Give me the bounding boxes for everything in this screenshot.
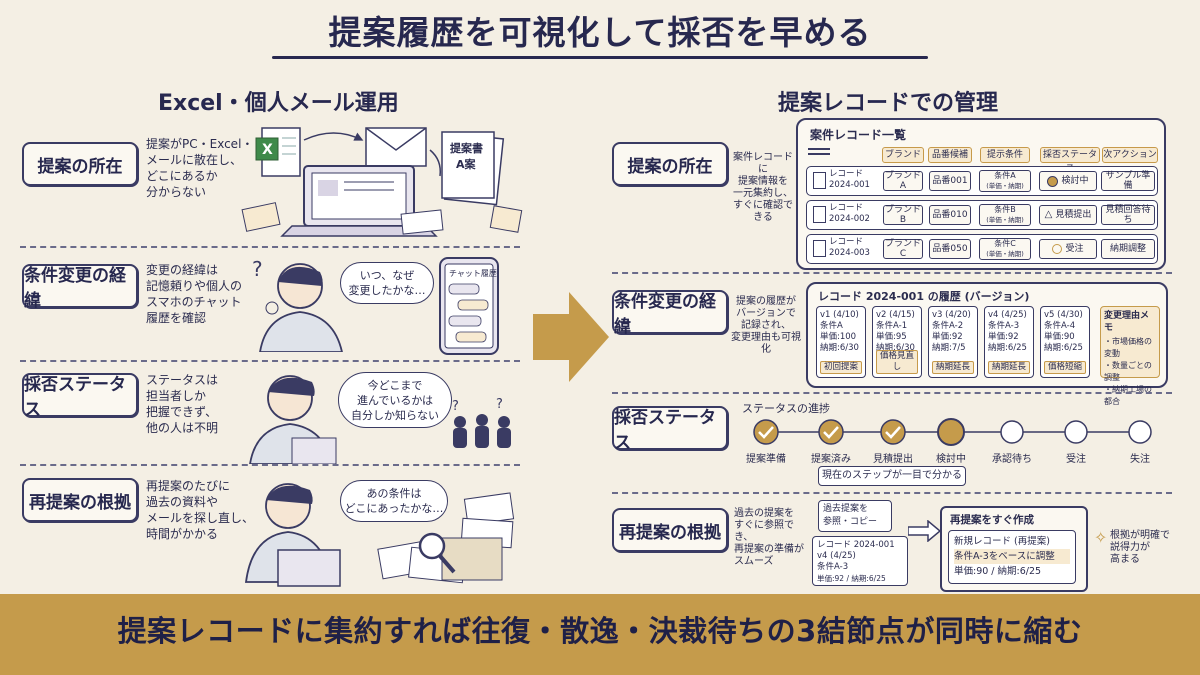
transition-arrow-icon [533,292,609,382]
step-label: 失注 [1130,454,1150,465]
right-divider-1 [612,272,1172,274]
col-item: 品番候補 [928,147,972,163]
right-label-location: 提案の所在 [612,142,728,186]
col-brand: ブランド [882,147,924,163]
copy-arrow-icon [908,520,942,542]
left-desc-location: 提案がPC・Excel・メールに散在し、どこにあるか分からない [146,137,254,199]
status-progress-title: ステータスの進捗 [742,402,830,415]
new-proposal-panel: 再提案をすぐ作成 新規レコード (再提案) 条件A-3をベースに調整 単価:90… [940,506,1088,592]
svg-text:?: ? [496,397,503,412]
right-label-reproposal: 再提案の根拠 [612,508,728,552]
page-title: 提案履歴を可視化して採否を早める [328,13,872,52]
status-badge: 受注 [1039,239,1097,259]
change-reason-memo: 変更理由メモ ・市場価格の変動・数量ごとの調整・納期工場の都合 [1100,306,1160,406]
triangle-icon: △ [1044,209,1053,220]
step-label: 承認待ち [992,454,1032,465]
proposal-doc-icon: 提案書 A案 [441,131,505,206]
step-label: 見積提出 [873,454,913,465]
right-heading: 提案レコードでの管理 [778,91,999,116]
smartphone-illustration: チャット履歴 [439,257,499,355]
left-label-reproposal: 再提案の根拠 [22,478,138,522]
left-label-status: 採否ステータス [22,373,138,420]
sparkle-icon: ✧ [1094,528,1108,547]
status-badge: 検討中 [1039,171,1097,191]
record-list-title: 案件レコード一覧 [810,128,907,142]
status-badge: △見積提出 [1039,205,1097,225]
right-divider-3 [612,492,1172,494]
step-done-icon [753,419,779,445]
step-done-icon [818,419,844,445]
step-pending-icon [1128,420,1152,444]
left-divider-2 [20,360,520,362]
step-pending-icon [1064,420,1088,444]
version-history-title: レコード 2024-001 の履歴 (バージョン) [818,290,1030,303]
left-desc-reproposal: 再提案のたびに過去の資料やメールを探し直し、時間がかかる [146,479,255,541]
new-record-card[interactable]: 新規レコード (再提案) 条件A-3をベースに調整 単価:90 / 納期:6/2… [948,530,1076,584]
laptop-icon [280,165,438,237]
footer-text: 提案レコードに集約すれば往復・散逸・決裁待ちの3結節点が同時に縮む [117,614,1083,648]
left-divider-3 [20,464,520,466]
current-step-note: 現在のステップが一目で分かる [818,466,966,486]
svg-text:?: ? [252,257,263,281]
record-list-panel: 案件レコード一覧 ブランド 品番候補 提示条件 採否ステータス 次アクション レ… [796,118,1166,270]
left-label-history: 条件変更の経緯 [22,264,138,311]
reference-copy-box[interactable]: 過去提案を参照・コピー [818,500,892,532]
right-label-history: 条件変更の経緯 [612,290,728,337]
step-label: 受注 [1066,454,1086,465]
right-label-status: 採否ステータス [612,406,728,453]
svg-text:チャット履歴: チャット履歴 [449,269,497,278]
svg-text:A案: A案 [456,157,477,171]
left-desc-status: ステータスは担当者しか把握できず、他の人は不明 [146,373,219,435]
scattered-files-illustration: X 提案書 A案 [241,127,523,237]
person-searching-illustration [244,483,341,587]
step-current-icon [937,418,965,446]
step-pending-icon [1000,420,1024,444]
left-bubble-history: いつ、なぜ変更したかな… [340,262,434,304]
step-done-icon [880,419,906,445]
paper-pile-illustration [377,492,515,584]
right-desc-location: 案件レコードに提案情報を一元集約し、すぐに確認できる [733,152,793,223]
person-worried-illustration [249,375,337,464]
step-label: 提案済み [811,454,851,465]
left-bubble-status: 今どこまで進んでいるかは自分しか知らない [338,372,452,428]
left-divider-1 [20,246,520,248]
title-underline [272,56,928,59]
colleagues-unaware-illustration: ? ? [452,397,511,448]
circle-outline-icon [1052,244,1063,254]
right-divider-2 [612,392,1172,394]
right-desc-history: 提案の履歴がバージョンで記録され、変更理由も可視化 [731,296,801,355]
footer-banner [0,594,1200,675]
svg-text:提案書: 提案書 [450,141,483,155]
mail-icon [365,127,427,167]
excel-icon: X [255,127,301,177]
left-heading: Excel・個人メール運用 [158,91,399,116]
left-bubble-reproposal: あの条件はどこにあったかな… [340,480,448,522]
step-label: 検討中 [936,454,966,465]
col-next-action: 次アクション [1102,147,1158,163]
magnifier-icon [418,532,446,560]
status-stepper [753,418,1152,446]
svg-text:?: ? [452,399,459,414]
left-label-location: 提案の所在 [22,142,138,186]
status-dot-icon [1047,175,1059,187]
person-confused-illustration: ? [252,257,343,352]
reproposal-side-note: 根拠が明確で説得力が高まる [1110,530,1170,565]
left-desc-history: 変更の経緯は記憶頼りや個人のスマホのチャット履歴を確認 [146,263,243,325]
col-status: 採否ステータス [1040,147,1100,174]
col-condition: 提示条件 [980,147,1030,163]
step-label: 提案準備 [746,454,786,465]
right-desc-reproposal: 過去の提案をすぐに参照でき、再提案の準備がスムーズ [734,508,804,567]
svg-text:X: X [262,142,273,158]
